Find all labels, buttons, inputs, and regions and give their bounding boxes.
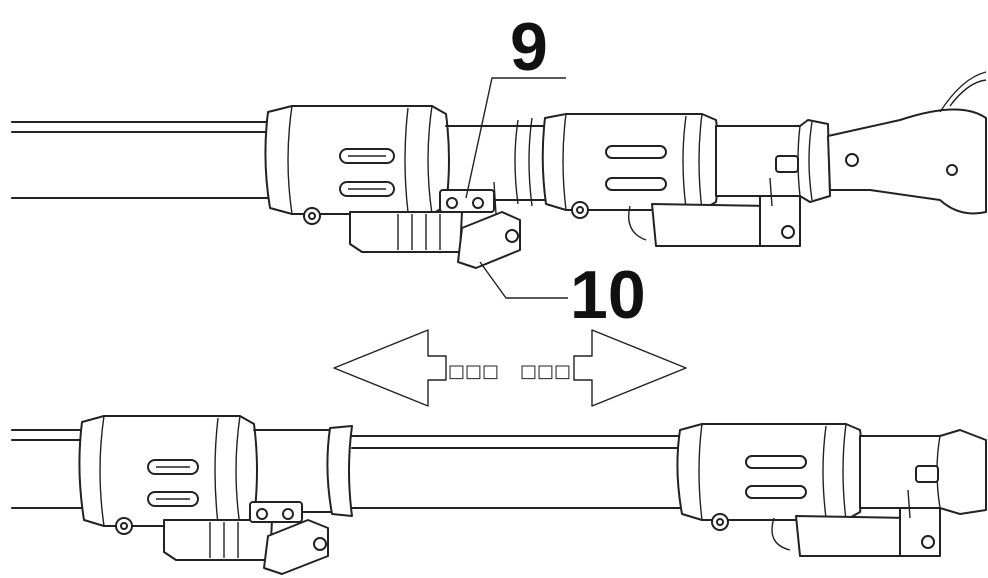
top-boom-assembly [11,71,987,269]
telescoping-double-arrow: □□□ □□□ [333,329,687,407]
top-yoke-head [827,108,987,215]
top-right-clamp-sleeve [541,113,720,211]
callout-9-leader [465,77,566,199]
bottom-right-clamp-sleeve [676,423,864,521]
bottom-boom-assembly [11,415,987,575]
callout-9: 9 [510,9,548,85]
callout-10-leader [479,261,568,299]
top-left-bracket [349,211,463,253]
callout-10: 10 [570,257,646,333]
arrow-glyphs-right: □□□ [520,361,571,382]
latch-lever-10 [457,211,521,269]
arrow-glyphs-left: □□□ [448,361,499,382]
latch-pin-9-right [472,197,484,209]
latch-pin-9-left [446,197,458,209]
top-right-bracket [651,203,773,247]
